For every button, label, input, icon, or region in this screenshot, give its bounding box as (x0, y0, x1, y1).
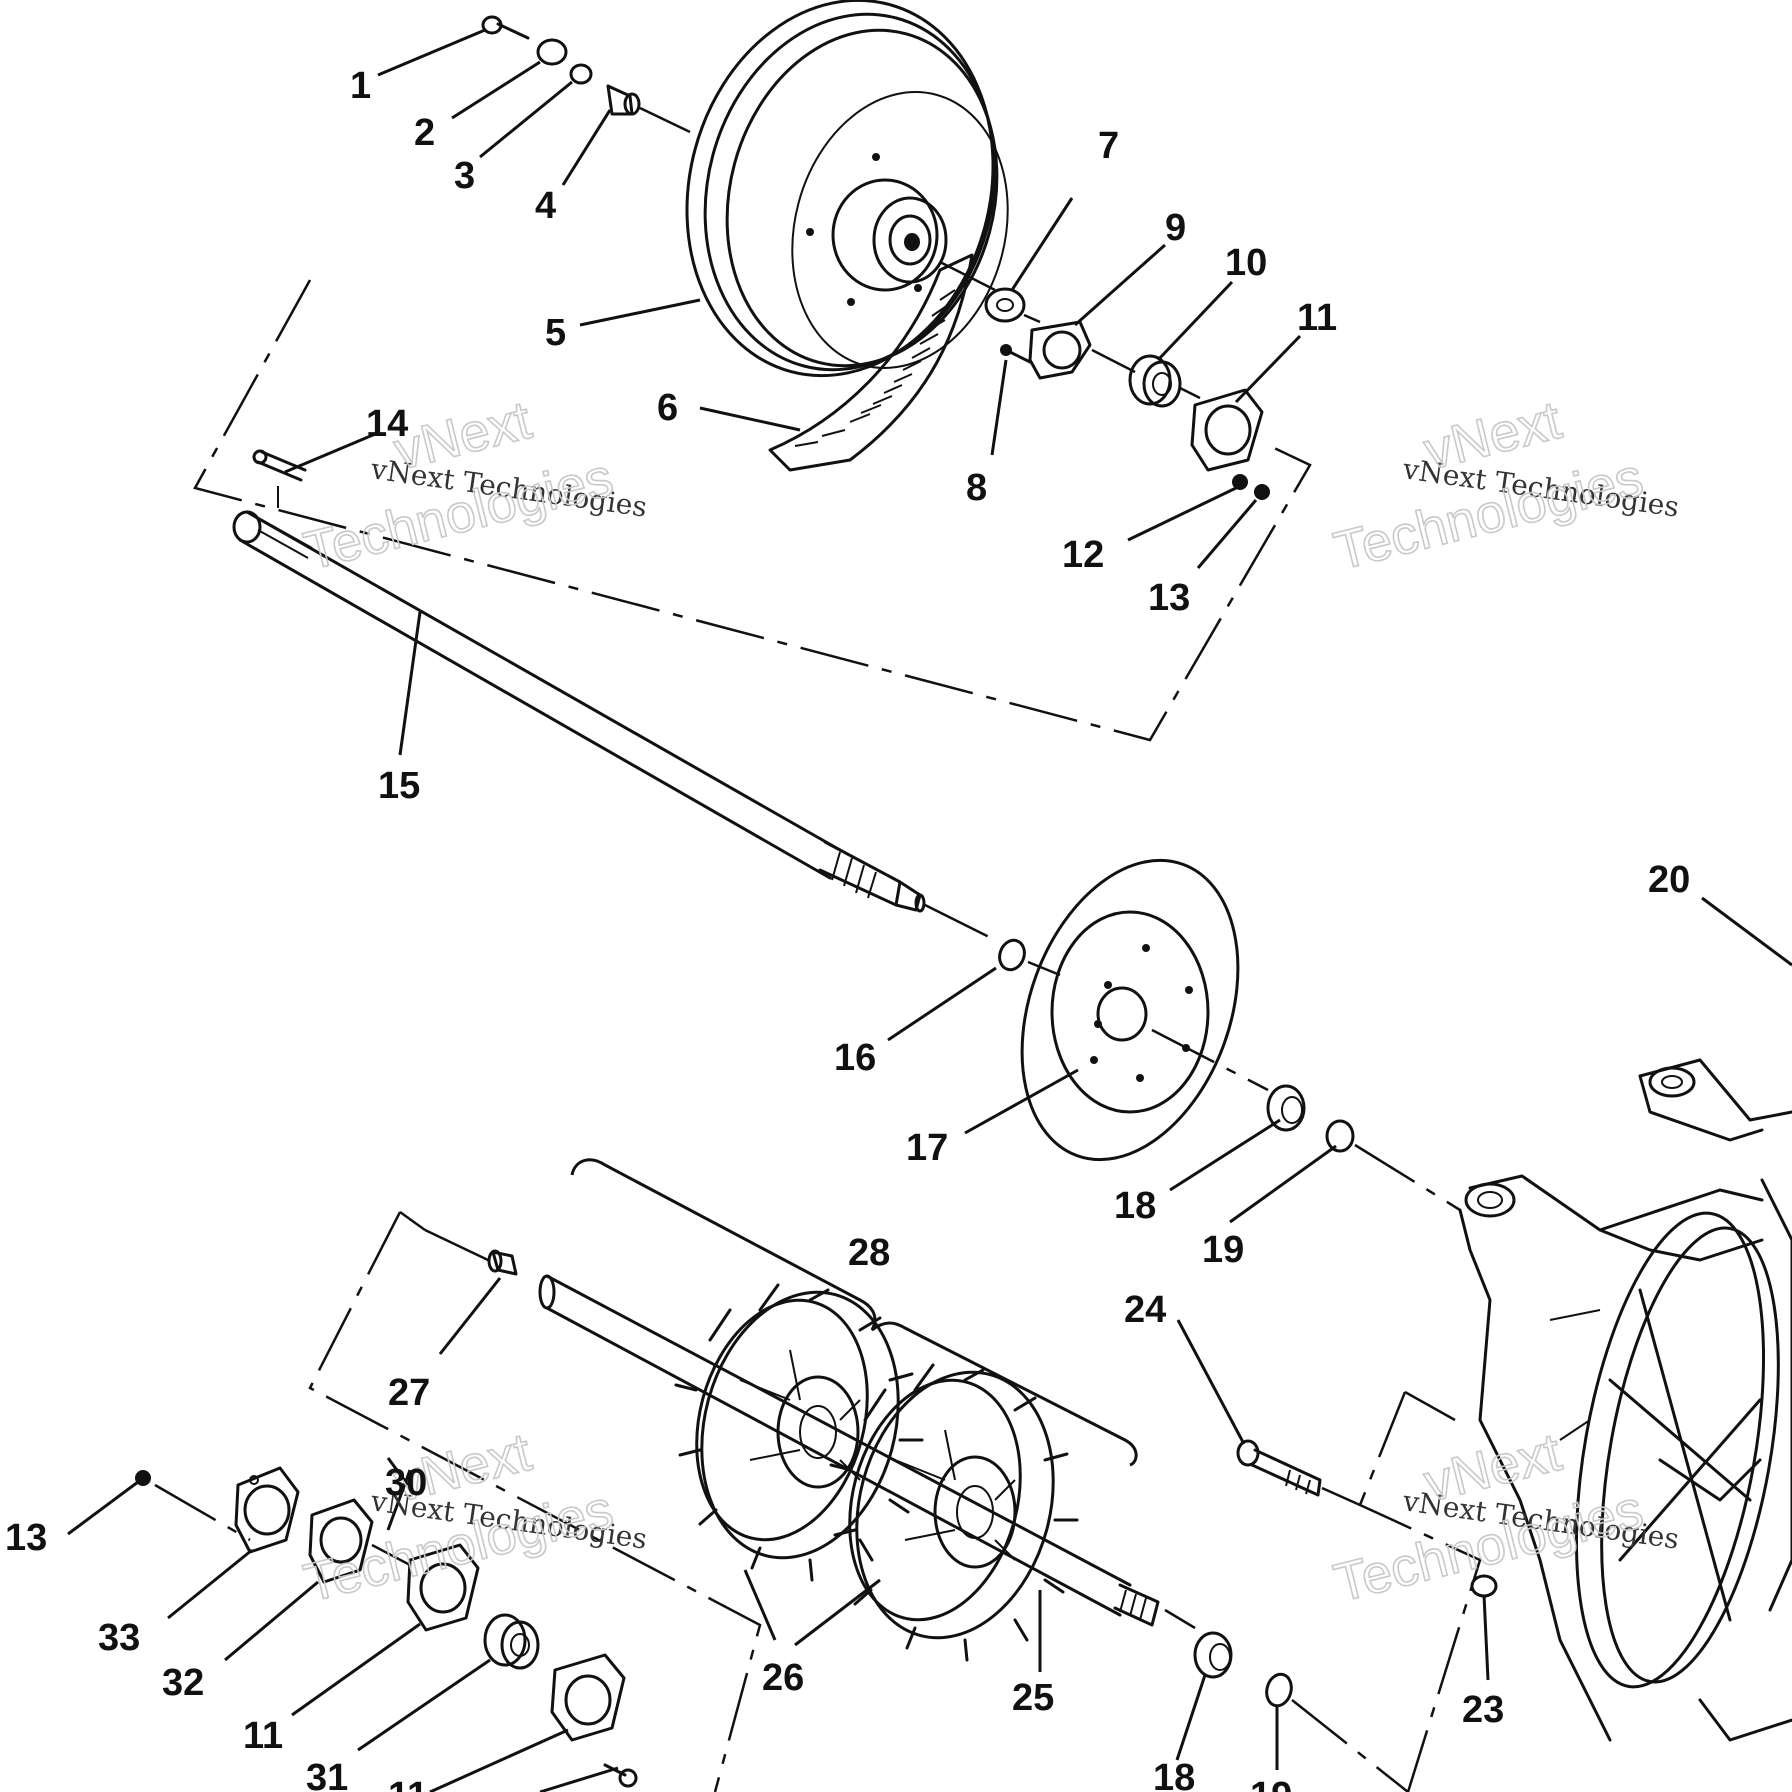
callout-8: 8 (966, 467, 987, 509)
callout-19: 19 (1202, 1229, 1244, 1271)
callout-5: 5 (545, 312, 566, 354)
callout-25: 25 (1012, 1677, 1054, 1719)
washer-part-7 (984, 287, 1026, 323)
sprocket-part-26-right (829, 1363, 1079, 1662)
callout-27: 27 (388, 1372, 430, 1414)
spacer-part-4 (606, 84, 641, 116)
callout-14: 14 (366, 403, 408, 445)
callout-24: 24 (1124, 1289, 1166, 1331)
callout-1: 1 (350, 65, 371, 107)
chaincase-housing-part-20 (1458, 1058, 1792, 1742)
sprocket-part-26-left (674, 1283, 924, 1582)
bearing-part-31 (483, 1613, 540, 1670)
callout-11: 11 (1297, 297, 1337, 339)
drive-shaft-assembly (232, 449, 996, 942)
flange-part-11-lowest (550, 1653, 626, 1742)
callout-17: 17 (906, 1127, 948, 1169)
shaft-part-15 (232, 510, 926, 913)
callout-23: 23 (1462, 1689, 1504, 1731)
flange-part-11-lower (406, 1543, 480, 1632)
bearing-part-18-lower (1193, 1631, 1233, 1679)
bearing-part-18-upper (1266, 1084, 1306, 1132)
callout-4: 4 (535, 185, 556, 227)
callout-13: 13 (1148, 577, 1190, 619)
callout-3: 3 (454, 155, 475, 197)
bolt-part-24 (1236, 1439, 1361, 1507)
callout-7: 7 (1098, 125, 1119, 167)
callout-labels: 1 2 3 4 5 6 7 8 9 10 11 12 13 14 15 16 1… (5, 65, 1690, 1792)
bolt-part-lower (603, 1763, 638, 1788)
disc-part-17 (1020, 858, 1240, 1162)
callout-6: 6 (657, 387, 678, 429)
gasket-part-32 (308, 1498, 374, 1584)
callout-19-lower: 19 (1250, 1775, 1292, 1792)
callout-15: 15 (378, 765, 420, 807)
callout-18-lower: 18 (1153, 1757, 1195, 1792)
nut-part-13 (1254, 484, 1270, 500)
callout-18: 18 (1114, 1185, 1156, 1227)
callout-11-lower: 11 (243, 1715, 283, 1757)
bolt-part-8 (1000, 344, 1032, 364)
washer-part-2 (536, 38, 568, 66)
callout-30: 30 (385, 1462, 427, 1504)
pulley-part-5 (685, 0, 1009, 378)
nut-part-12 (1232, 474, 1248, 490)
bearing-part-10 (1128, 354, 1182, 408)
callout-10: 10 (1225, 242, 1267, 284)
callout-11-lowest: 11 (388, 1775, 428, 1792)
oring-part-19-upper (1325, 1119, 1355, 1153)
leader-lines (67, 28, 1792, 1792)
shaft-part-25 (538, 1274, 1160, 1627)
oring-part-16 (998, 938, 1026, 972)
callout-9: 9 (1165, 207, 1186, 249)
flange-part-33 (234, 1466, 300, 1554)
brake-disc-assembly (998, 858, 1461, 1212)
watermark-upper-left: vNext Technologies vNext Technologies (298, 389, 649, 582)
washer-part-3 (569, 63, 593, 85)
callout-26: 26 (762, 1657, 804, 1699)
bolt-part-1 (481, 15, 530, 40)
callout-31: 31 (306, 1757, 348, 1792)
callout-13-lower: 13 (5, 1517, 47, 1559)
bolt-part-27 (487, 1249, 518, 1276)
upper-assembly (193, 0, 1312, 742)
callout-16: 16 (834, 1037, 876, 1079)
callout-28: 28 (848, 1232, 890, 1274)
callout-33: 33 (98, 1617, 140, 1659)
callout-20: 20 (1648, 859, 1690, 901)
oring-part-19-lower (1265, 1672, 1293, 1708)
flange-part-11 (1190, 388, 1264, 472)
nut-part-13-lower (135, 1470, 151, 1486)
watermark-upper-right: vNext Technologies vNext Technologies (1328, 389, 1681, 582)
callout-2: 2 (414, 112, 435, 154)
flange-part-9 (1028, 320, 1092, 380)
callout-12: 12 (1062, 534, 1104, 576)
callout-32: 32 (162, 1662, 204, 1704)
chain-part-6 (768, 253, 974, 472)
